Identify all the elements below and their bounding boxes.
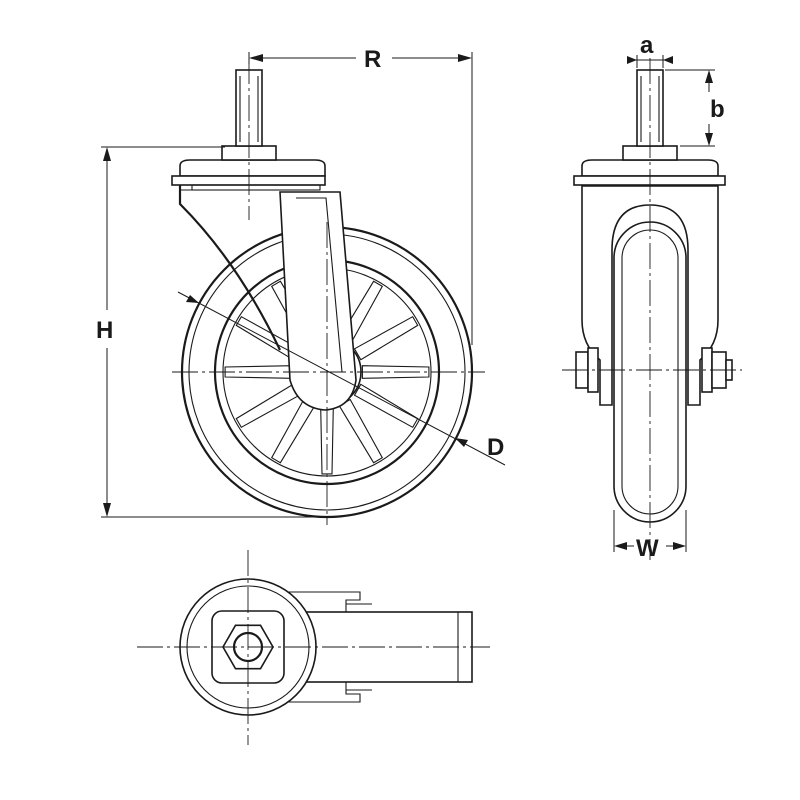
wheel-spoke <box>361 365 430 379</box>
fork-leg <box>279 191 357 411</box>
wheel-spoke <box>353 383 419 429</box>
swivel-bearing-ring <box>171 175 326 186</box>
dimension-D: D <box>177 291 506 466</box>
fork-leg-inner <box>296 197 343 373</box>
fork-side-plate <box>178 185 281 351</box>
dimension-label-a: a <box>640 32 654 59</box>
dimension-a: a <box>627 32 673 68</box>
dimension-b: b <box>665 69 725 147</box>
dimension-label-D: D <box>487 434 504 461</box>
swivel-top-plate <box>179 159 326 177</box>
side-swivel-ring <box>573 175 726 186</box>
dimension-W: W <box>613 510 687 562</box>
dimension-H: H <box>96 146 325 518</box>
side-swivel-top <box>581 159 719 177</box>
dimension-label-b: b <box>710 96 725 123</box>
front-view <box>171 69 474 519</box>
dimension-label-H: H <box>96 317 113 344</box>
wheel-spoke <box>270 398 316 464</box>
dimension-R: R <box>248 46 473 345</box>
dimension-label-R: R <box>364 46 381 73</box>
wheel-spoke <box>353 315 419 361</box>
wheel-spoke <box>338 398 384 464</box>
wheel-spoke <box>235 383 301 429</box>
swivel-raceway <box>191 184 321 191</box>
dimension-label-W: W <box>636 535 659 562</box>
